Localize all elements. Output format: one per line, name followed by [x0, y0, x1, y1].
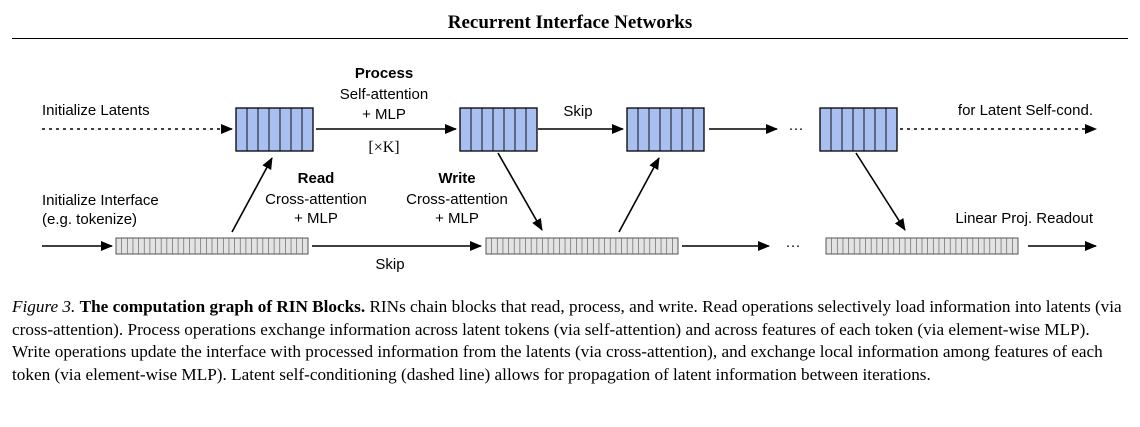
read-arrow — [231, 157, 273, 233]
init-interface-label: Initialize Interface — [42, 192, 159, 209]
self-cond-label: for Latent Self-cond. — [958, 102, 1093, 119]
ellipsis-top: ··· — [789, 120, 804, 137]
header-rule — [12, 38, 1128, 39]
repeat-label: [×K] — [368, 139, 399, 156]
interface-bars — [115, 237, 1019, 255]
figure-caption: Figure 3. The computation graph of RIN B… — [12, 296, 1128, 386]
latent-block — [819, 107, 898, 152]
running-header: Recurrent Interface Networks — [447, 12, 693, 33]
read-title: Read — [298, 170, 335, 187]
init-latents-label: Initialize Latents — [42, 102, 150, 119]
interface-bar — [485, 237, 679, 255]
latent-blocks — [235, 107, 898, 152]
read-line-2: + MLP — [294, 210, 338, 227]
write-title: Write — [438, 170, 475, 187]
write-arrow-2 — [855, 152, 906, 231]
interface-bar — [825, 237, 1019, 255]
interface-bar — [115, 237, 309, 255]
write-line-2: + MLP — [435, 210, 479, 227]
write-line-1: Cross-attention — [406, 191, 508, 208]
skip-bottom-label: Skip — [375, 256, 404, 273]
init-interface-example-label: (e.g. tokenize) — [42, 211, 137, 228]
figure-title: The computation graph of RIN Blocks. — [79, 297, 366, 316]
ellipsis-bottom: ··· — [786, 237, 801, 254]
process-title: Process — [355, 65, 413, 82]
latent-block — [235, 107, 314, 152]
read-arrow-2 — [618, 157, 660, 233]
readout-label: Linear Proj. Readout — [955, 210, 1093, 227]
rin-computation-graph: Initialize Latents Initialize Interface … — [42, 65, 1097, 273]
figure-caption-body: RINs chain blocks that read, process, an… — [12, 297, 1122, 384]
write-arrow — [497, 152, 543, 231]
latent-block — [459, 107, 538, 152]
read-line-1: Cross-attention — [265, 191, 367, 208]
process-line-1: Self-attention — [340, 86, 428, 103]
latent-block — [626, 107, 705, 152]
skip-top-label: Skip — [563, 103, 592, 120]
figure-label: Figure 3. — [12, 297, 76, 316]
process-line-2: + MLP — [362, 106, 406, 123]
